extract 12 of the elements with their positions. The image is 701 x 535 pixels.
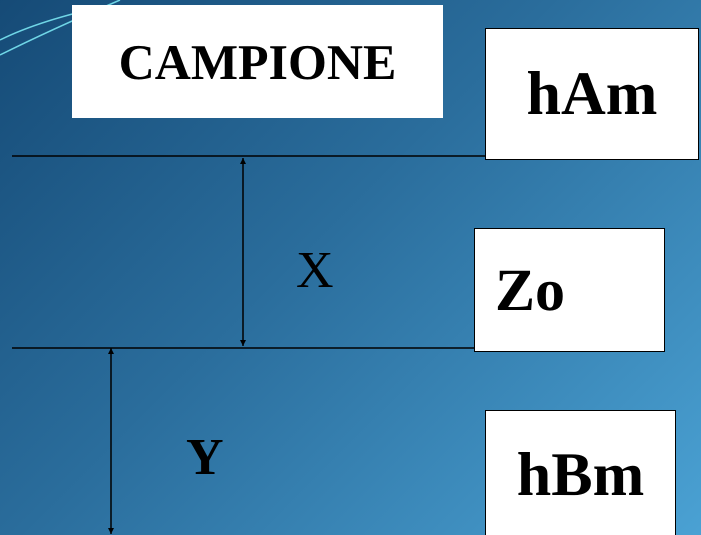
dimension-label: X [296,245,334,297]
box-text: hBm [516,444,644,506]
text-box [485,28,699,160]
text-box [485,410,676,535]
dimension-label: Y [186,432,224,484]
level-line [12,155,485,157]
box-text: CAMPIONE [118,36,396,86]
box-text: hAm [526,63,658,125]
box-text: Zo [495,260,566,320]
text-box [474,228,665,352]
level-line [12,347,474,349]
text-box [72,5,443,118]
